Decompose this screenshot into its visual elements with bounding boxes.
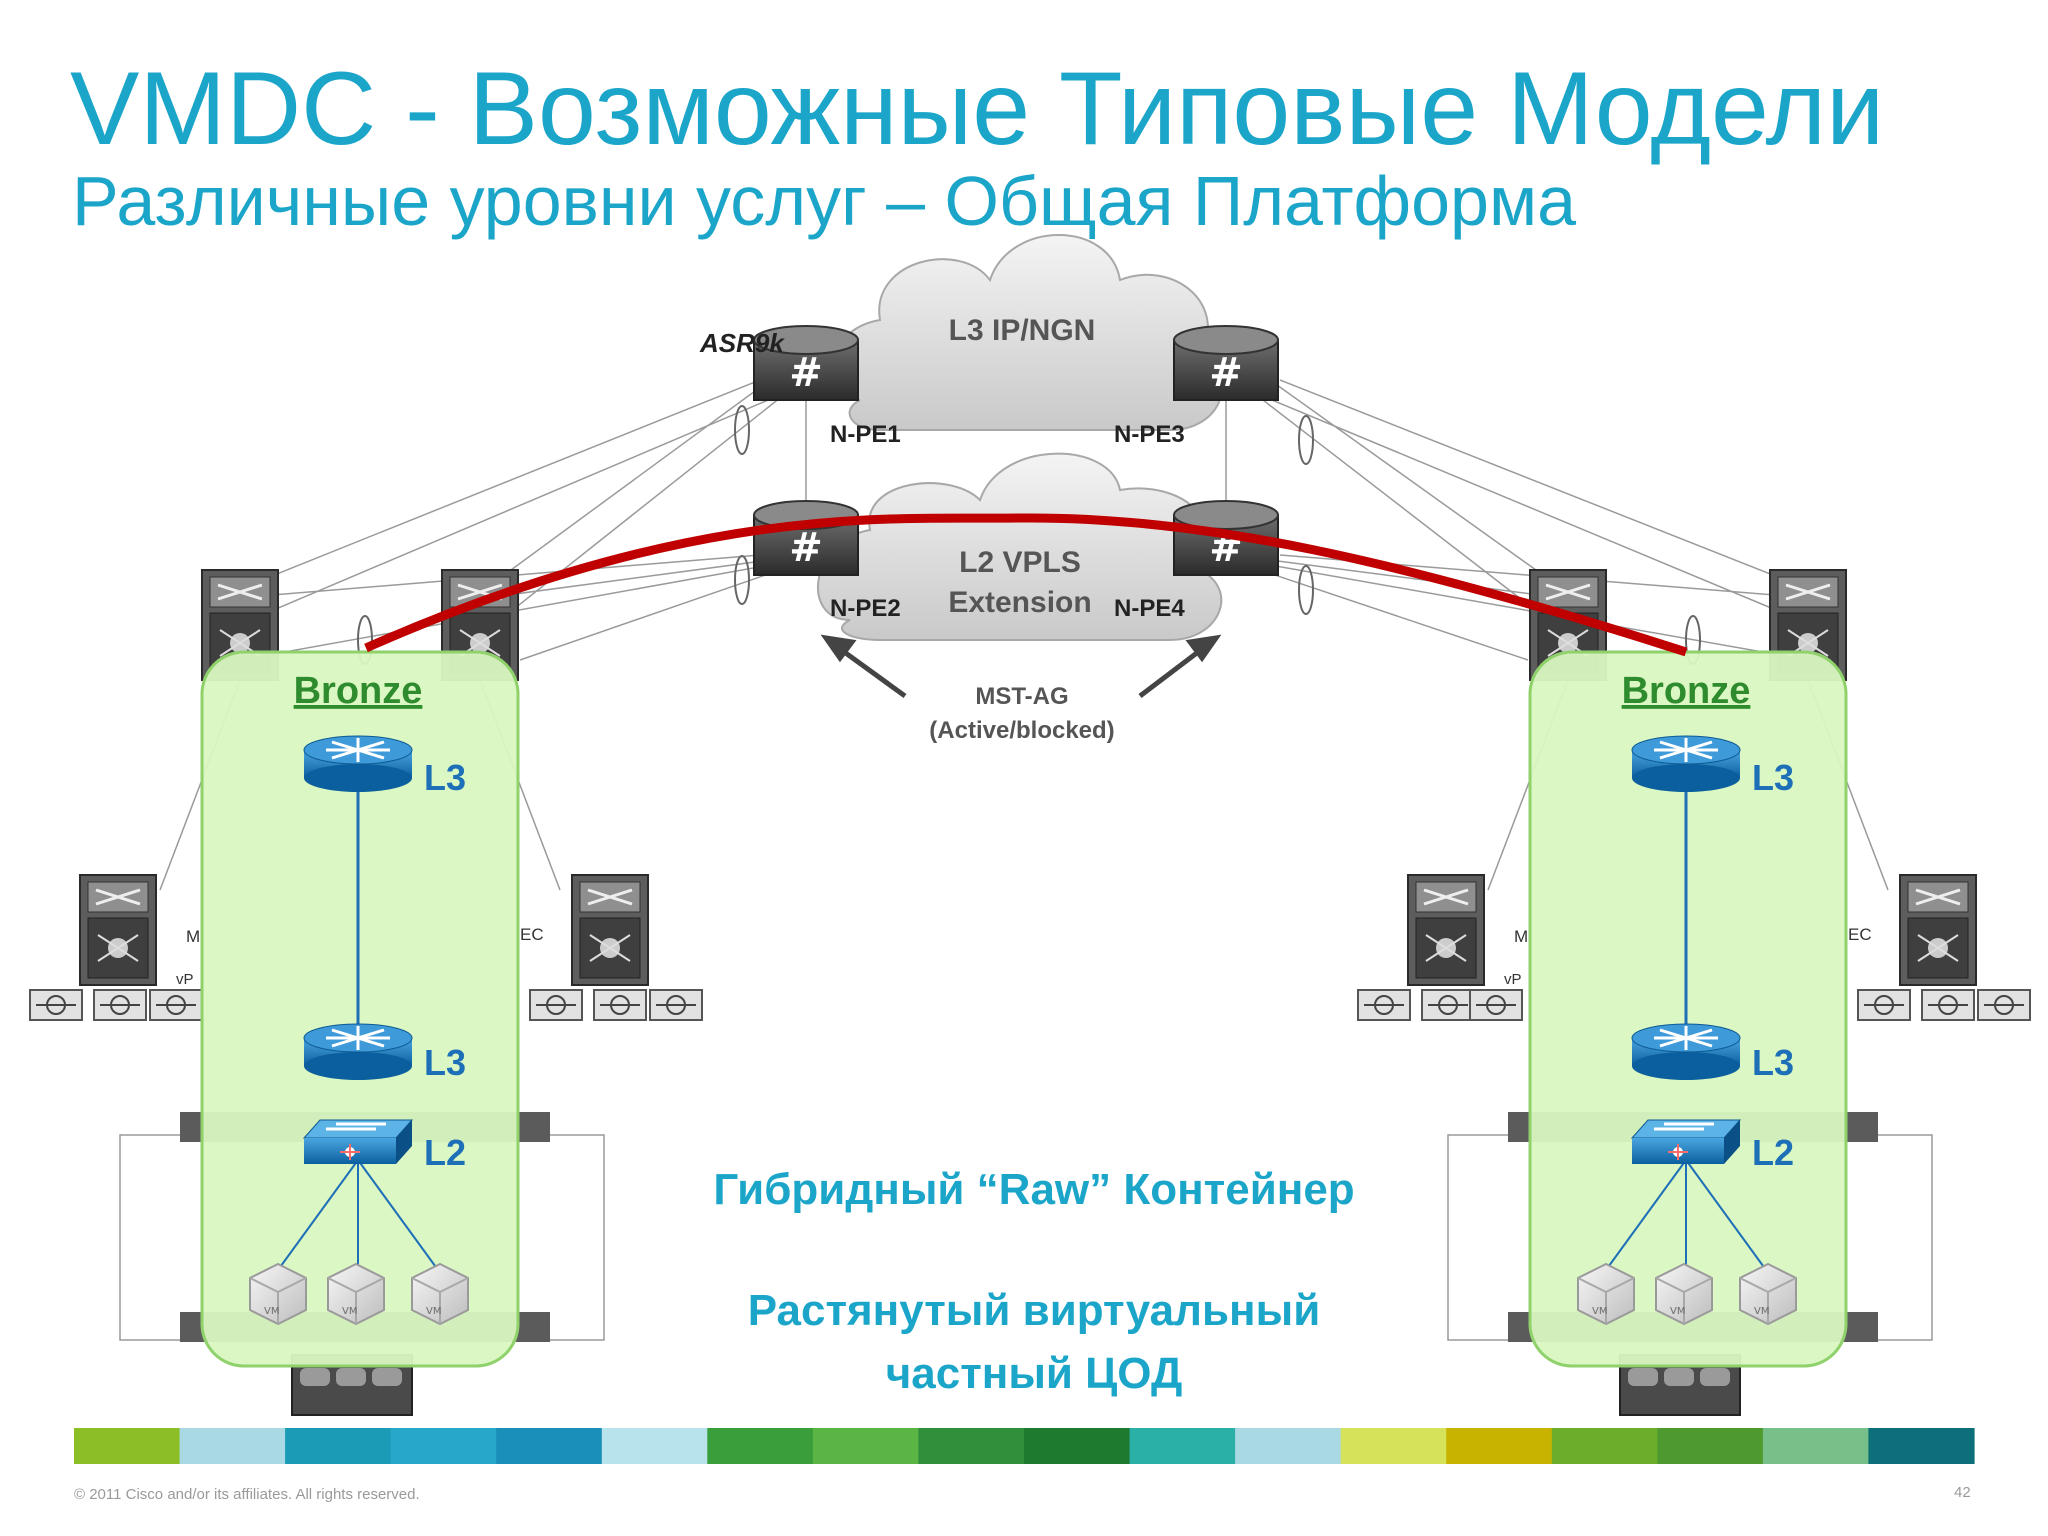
copyright-footer: © 2011 Cisco and/or its affiliates. All … [74, 1486, 420, 1503]
cloud-bottom-label-1: L2 VPLS [959, 546, 1081, 579]
access-switch-right-1 [1406, 873, 1486, 987]
slide-title: VMDC - Возможные Типовые Модели [70, 51, 1885, 167]
pod-right-internals [1605, 790, 1767, 1271]
color-stripe-segment [74, 1428, 181, 1464]
asr9k-label: ASR9k [699, 328, 785, 358]
service-device [593, 989, 647, 1021]
service-device [529, 989, 583, 1021]
service-device [149, 989, 203, 1021]
access-switch-left-1 [78, 873, 158, 987]
color-stripe-segment [1868, 1428, 1975, 1464]
color-stripe-segment [1235, 1428, 1342, 1464]
pod-left-internals [277, 790, 439, 1271]
caption-stretched-vdc-2: частный ЦОД [886, 1349, 1183, 1398]
color-stripe-bar [74, 1428, 1975, 1464]
color-stripe-segment [179, 1428, 286, 1464]
color-stripe-segment [601, 1428, 708, 1464]
npe3-label: N-PE3 [1114, 421, 1185, 448]
npe4-label: N-PE4 [1114, 595, 1185, 622]
color-stripe-segment [1340, 1428, 1447, 1464]
color-stripe-segment [390, 1428, 497, 1464]
pod-left-l3-mid: L3 [424, 1042, 466, 1083]
router-icon [1630, 734, 1742, 794]
vm-icon [1655, 1263, 1713, 1325]
color-stripe-segment [1762, 1428, 1870, 1464]
slide-subtitle: Различные уровни услуг – Общая Платформа [72, 162, 1577, 240]
pod-left-title: Bronze [294, 670, 423, 712]
pod-right-l3-top: L3 [1752, 757, 1794, 798]
npe2-label: N-PE2 [830, 595, 901, 622]
service-device [93, 989, 147, 1021]
mst-label-2: (Active/blocked) [929, 717, 1114, 744]
pod-left-l2: L2 [424, 1132, 466, 1173]
service-device [1977, 989, 2031, 1021]
color-stripe-segment [496, 1428, 603, 1464]
color-stripe-segment [285, 1428, 392, 1464]
color-stripe-segment [918, 1428, 1025, 1464]
pod-right [1528, 650, 1848, 1368]
switch-icon [302, 1118, 414, 1166]
color-stripe-segment [1129, 1428, 1236, 1464]
switch-icon [1630, 1118, 1742, 1166]
vm-icon [249, 1263, 307, 1325]
cloud-bottom-label-2: Extension [948, 586, 1091, 619]
pod-left [200, 650, 520, 1368]
mst-label-1: MST-AG [975, 683, 1068, 710]
color-stripe-segment [812, 1428, 920, 1464]
stretched-l2-link [364, 513, 1688, 657]
caption-stretched-vdc-1: Растянутый виртуальный [748, 1286, 1321, 1335]
service-device [649, 989, 703, 1021]
pod-right-l2: L2 [1752, 1132, 1794, 1173]
router-icon [302, 1022, 414, 1082]
router-icon [1630, 1022, 1742, 1082]
router-npe3 [1173, 325, 1279, 401]
partial-label: EC [520, 925, 544, 944]
access-switch-left-2 [570, 873, 650, 987]
npe1-label: N-PE1 [830, 421, 901, 448]
partial-label: vP [176, 971, 194, 988]
service-device [1921, 989, 1975, 1021]
service-device [1857, 989, 1911, 1021]
router-npe2 [753, 500, 859, 576]
service-device [1357, 989, 1411, 1021]
color-stripe-segment [1446, 1428, 1553, 1464]
partial-label: M [186, 927, 200, 946]
vm-icon [1577, 1263, 1635, 1325]
router-icon [302, 734, 414, 794]
partial-label: vP [1504, 971, 1522, 988]
pod-left-l3-top: L3 [424, 757, 466, 798]
caption-hybrid-container: Гибридный “Raw” Контейнер [713, 1165, 1354, 1214]
color-stripe-segment [707, 1428, 814, 1464]
vm-icon [327, 1263, 385, 1325]
cloud-l3-ipngn [831, 234, 1223, 431]
service-device [1421, 989, 1475, 1021]
pod-right-l3-mid: L3 [1752, 1042, 1794, 1083]
vm-icon [411, 1263, 469, 1325]
mst-arrows [820, 634, 1222, 699]
cloud-l2-vpls [816, 452, 1223, 641]
vm-icon [1739, 1263, 1797, 1325]
color-stripe-segment [1551, 1428, 1658, 1464]
service-device [29, 989, 83, 1021]
service-device [1469, 989, 1523, 1021]
partial-label: EC [1848, 925, 1872, 944]
color-stripe-segment [1657, 1428, 1764, 1464]
partial-label: M [1514, 927, 1528, 946]
page-number: 42 [1954, 1484, 1971, 1501]
access-switch-right-2 [1898, 873, 1978, 987]
color-stripe-segment [1024, 1428, 1131, 1464]
pod-right-title: Bronze [1622, 670, 1751, 712]
cloud-top-label: L3 IP/NGN [949, 314, 1096, 347]
